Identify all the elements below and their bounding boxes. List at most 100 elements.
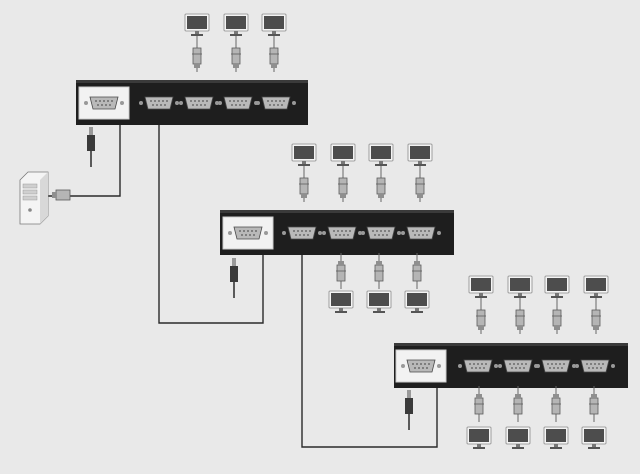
monitor-neck bbox=[379, 161, 383, 164]
monitor-base bbox=[373, 311, 385, 313]
monitor-base bbox=[475, 296, 487, 298]
monitor-screen bbox=[469, 429, 489, 442]
port-pin bbox=[471, 367, 473, 369]
vga-plug-icon bbox=[231, 36, 241, 72]
port-pin bbox=[547, 363, 549, 365]
output-port bbox=[401, 226, 441, 240]
port-pin bbox=[469, 363, 471, 365]
plug-body bbox=[55, 189, 71, 201]
port-pin bbox=[152, 104, 154, 106]
port-pin bbox=[416, 363, 418, 365]
port-pin bbox=[590, 363, 592, 365]
output-port bbox=[458, 359, 498, 373]
port-screw bbox=[361, 231, 365, 235]
port-pin bbox=[513, 363, 515, 365]
monitor-base bbox=[551, 296, 563, 298]
monitor-neck bbox=[339, 308, 343, 311]
plug-tip bbox=[376, 261, 382, 265]
monitor-screen bbox=[264, 16, 284, 29]
monitor-screen bbox=[369, 293, 389, 306]
plug-body bbox=[591, 309, 601, 327]
port-screw bbox=[498, 364, 502, 368]
monitor-neck bbox=[516, 444, 520, 447]
port-pin bbox=[267, 100, 269, 102]
vga-plug-icon bbox=[552, 298, 562, 334]
monitor-icon bbox=[468, 275, 494, 298]
power-body bbox=[230, 266, 238, 282]
port-pin bbox=[519, 367, 521, 369]
monitor-base bbox=[375, 164, 387, 166]
plug-body bbox=[589, 397, 599, 415]
output-port bbox=[179, 96, 219, 110]
vga-plug-icon bbox=[515, 298, 525, 334]
port-screw bbox=[264, 231, 268, 235]
monitor-neck bbox=[477, 444, 481, 447]
monitor-base bbox=[414, 164, 426, 166]
monitor-icon bbox=[581, 426, 607, 449]
port-pin bbox=[337, 230, 339, 232]
port-pin bbox=[333, 230, 335, 232]
output-port bbox=[256, 96, 296, 110]
input-port bbox=[84, 96, 124, 110]
port-pin bbox=[239, 104, 241, 106]
port-pin bbox=[418, 234, 420, 236]
port-screw bbox=[611, 364, 615, 368]
port-pin bbox=[426, 234, 428, 236]
monitor-icon bbox=[368, 143, 394, 166]
port-pin bbox=[378, 234, 380, 236]
port-pin bbox=[525, 363, 527, 365]
monitor-icon bbox=[404, 290, 430, 313]
monitor-screen bbox=[471, 278, 491, 291]
port-screw bbox=[175, 101, 179, 105]
monitor-neck bbox=[479, 293, 483, 296]
plug-tip bbox=[478, 326, 484, 330]
port-screw bbox=[397, 231, 401, 235]
port-screw bbox=[282, 231, 286, 235]
plug-tip bbox=[378, 194, 384, 198]
plug-tip bbox=[515, 394, 521, 398]
vga-plug-icon bbox=[374, 253, 384, 289]
port-pin bbox=[414, 367, 416, 369]
port-pin bbox=[428, 363, 430, 365]
monitor-icon bbox=[291, 143, 317, 166]
port-pin bbox=[420, 363, 422, 365]
power-body bbox=[405, 398, 413, 414]
plug-body bbox=[415, 177, 425, 195]
plug-body bbox=[231, 47, 241, 65]
monitor-neck bbox=[418, 161, 422, 164]
cable-splitter-2-to-splitter-3 bbox=[301, 255, 438, 448]
port-pin bbox=[380, 230, 382, 232]
plug-body bbox=[299, 177, 309, 195]
power-plug-icon bbox=[405, 390, 413, 430]
port-pin bbox=[426, 367, 428, 369]
port-pin bbox=[229, 100, 231, 102]
monitor-base bbox=[590, 296, 602, 298]
splitter-top-edge bbox=[76, 80, 308, 83]
port-pin bbox=[557, 367, 559, 369]
plug-tip bbox=[517, 326, 523, 330]
port-shell bbox=[261, 96, 291, 110]
monitor-icon bbox=[583, 275, 609, 298]
monitor-screen bbox=[510, 278, 530, 291]
monitor-base bbox=[473, 447, 485, 449]
pc-drive-bay bbox=[22, 189, 38, 195]
port-pin bbox=[418, 367, 420, 369]
port-pin bbox=[386, 234, 388, 236]
vga-plug-icon bbox=[591, 298, 601, 334]
vga-plug-icon bbox=[412, 253, 422, 289]
input-port bbox=[401, 359, 441, 373]
port-screw bbox=[256, 101, 260, 105]
monitor-base bbox=[335, 311, 347, 313]
monitor-screen bbox=[226, 16, 246, 29]
port-pin bbox=[202, 100, 204, 102]
port-pin bbox=[107, 100, 109, 102]
port-pin bbox=[384, 230, 386, 232]
vga-plug-icon bbox=[589, 386, 599, 422]
vga-plug-icon bbox=[269, 36, 279, 72]
power-tip bbox=[232, 258, 236, 266]
port-screw bbox=[179, 101, 183, 105]
monitor-base bbox=[337, 164, 349, 166]
port-pin bbox=[243, 230, 245, 232]
monitor-screen bbox=[331, 293, 351, 306]
power-tip bbox=[89, 127, 93, 135]
